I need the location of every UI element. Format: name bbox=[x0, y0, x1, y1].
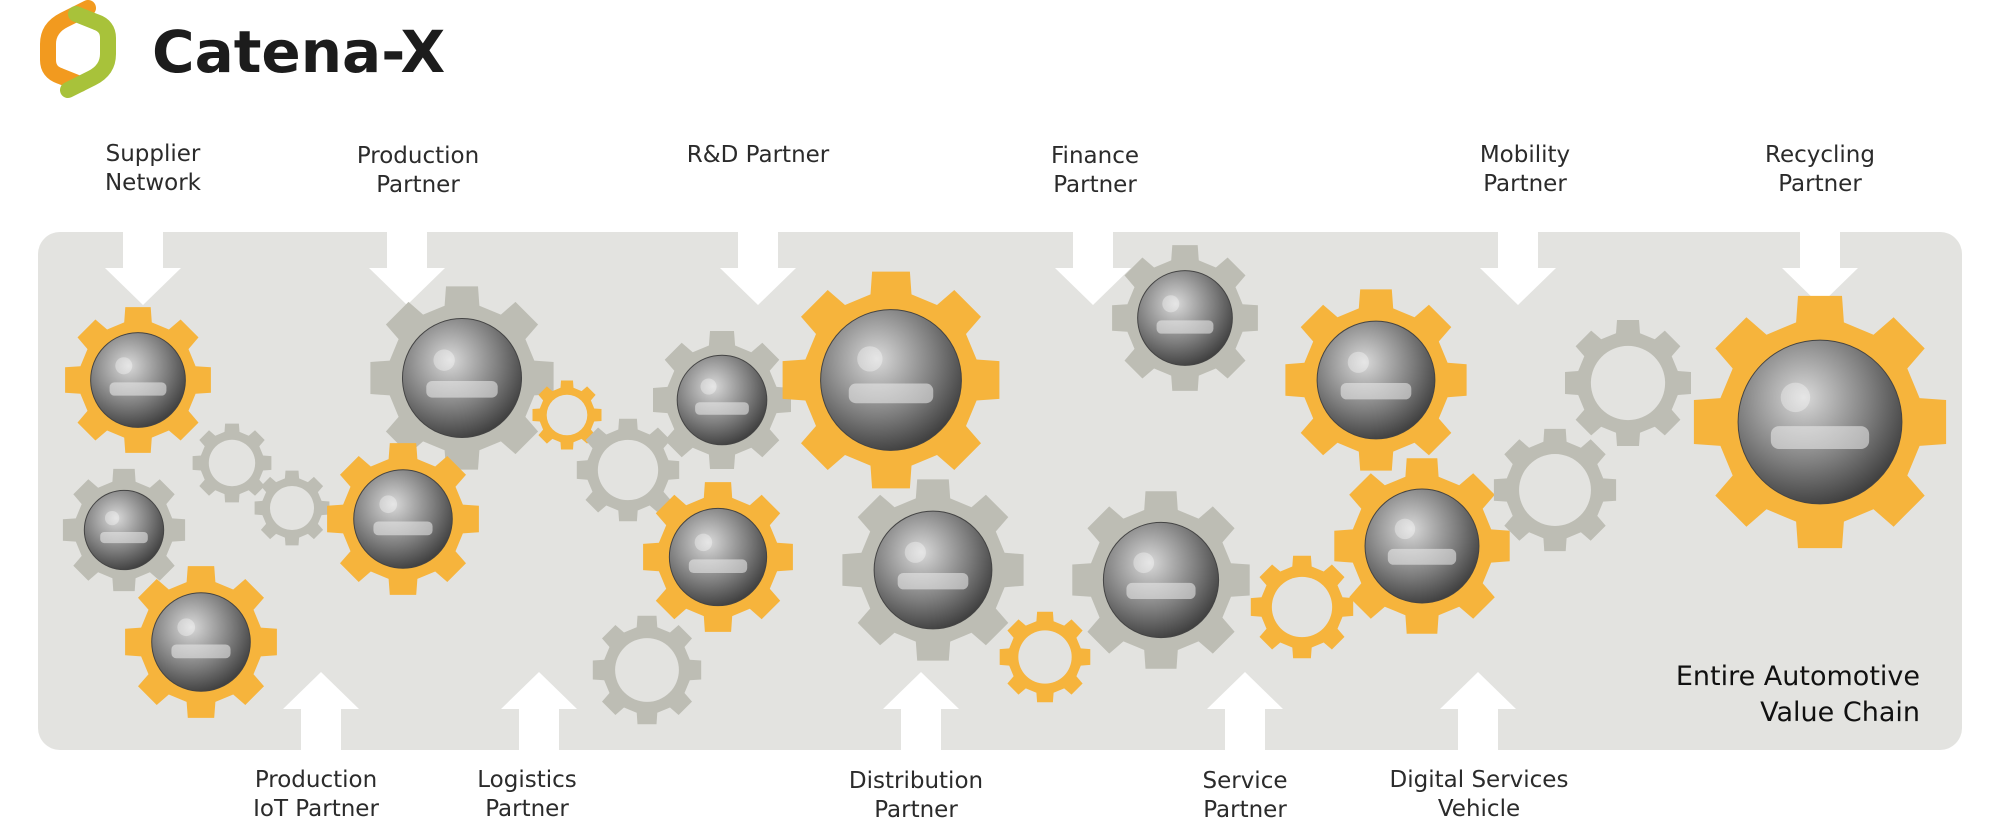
woman-with-car-photo-gear-icon bbox=[1334, 458, 1510, 634]
catena-x-chain-logo-icon bbox=[40, 0, 116, 98]
service-partner-arrow-icon bbox=[1207, 672, 1283, 750]
recycling-partner-arrow-icon bbox=[1782, 232, 1858, 305]
mountain-landscape-photo-gear-icon bbox=[125, 566, 277, 718]
brand-name: Catena-X bbox=[152, 18, 445, 86]
rd-partner-label: R&D Partner bbox=[687, 142, 830, 168]
dealership-building-photo-gear-icon bbox=[1112, 245, 1258, 391]
digital-services-vehicle-arrow-icon bbox=[1440, 672, 1516, 750]
rd-partner-arrow-icon bbox=[720, 232, 796, 305]
logistics-warehouse-photo-gear-icon bbox=[842, 479, 1024, 661]
supplier-small-gear-a-icon bbox=[192, 423, 272, 503]
logistics-small-gear-b-icon bbox=[592, 615, 702, 725]
vehicle-fleet-photo-gear-icon bbox=[782, 271, 1000, 489]
circuit-board-photo-gear-icon bbox=[62, 468, 186, 592]
electric-suv-photo-gear-icon bbox=[1285, 289, 1467, 471]
mobility-small-gear-a-icon bbox=[1493, 428, 1617, 552]
prototype-car-photo-gear-icon bbox=[653, 331, 791, 469]
service-mechanic-photo-gear-icon bbox=[1072, 491, 1250, 669]
distribution-partner-arrow-icon bbox=[883, 672, 959, 750]
supplier-small-gear-b-icon bbox=[254, 470, 330, 546]
partner-arrows bbox=[105, 232, 1858, 750]
distribution-small-gear-icon bbox=[999, 611, 1091, 703]
finance-partner-arrow-icon bbox=[1055, 232, 1131, 305]
engineer-workstation-photo-gear-icon bbox=[643, 482, 793, 632]
production-small-gear-icon bbox=[532, 380, 602, 450]
value-chain-band bbox=[38, 232, 1962, 750]
logistics-small-gear-a-icon bbox=[576, 418, 680, 522]
mobility-small-gear-b-icon bbox=[1565, 320, 1691, 446]
car-body-assembly-photo-gear-icon bbox=[370, 286, 554, 470]
supplier-network-arrow-icon bbox=[105, 232, 181, 305]
recycled-granulate-photo-gear-icon bbox=[1693, 295, 1947, 549]
logistics-partner-arrow-icon bbox=[501, 672, 577, 750]
car-assembly-photo-gear-icon bbox=[65, 307, 211, 453]
production-partner-arrow-icon bbox=[369, 232, 445, 305]
catena-x-logo: Catena-X bbox=[40, 0, 445, 98]
robot-production-photo-gear-icon bbox=[327, 443, 479, 595]
mobility-partner-arrow-icon bbox=[1480, 232, 1556, 305]
gear-cluster bbox=[62, 245, 1947, 725]
service-small-gear-icon bbox=[1250, 555, 1354, 659]
production-iot-partner-arrow-icon bbox=[283, 672, 359, 750]
